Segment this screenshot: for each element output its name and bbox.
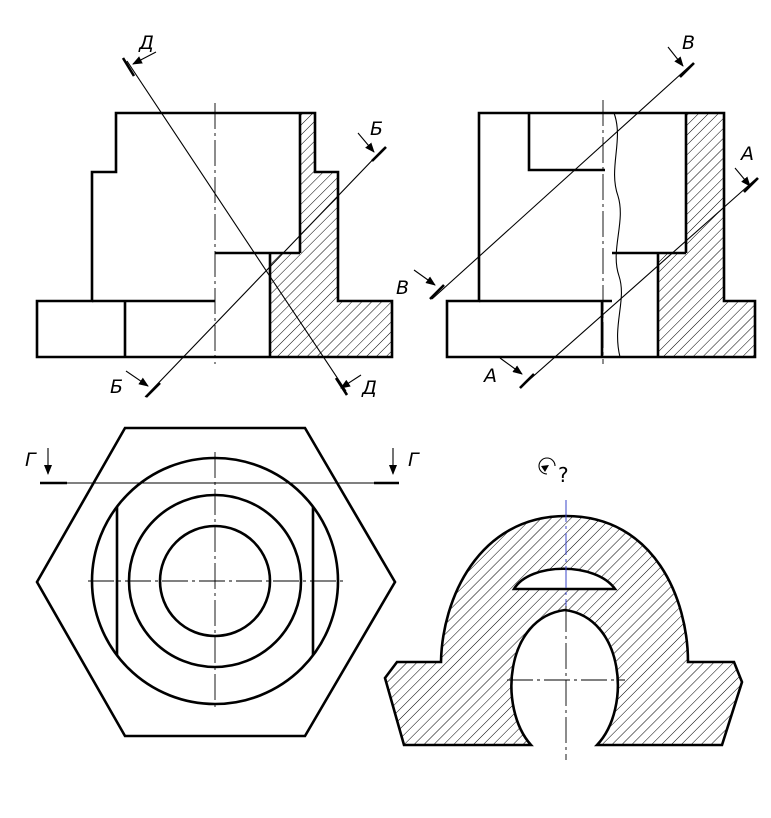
side-view-outline	[445, 111, 757, 359]
front-view-outline	[35, 111, 394, 359]
cutting-plane-a: А А	[482, 143, 759, 389]
section-view	[383, 500, 744, 760]
label-v-bottom: В	[396, 277, 409, 299]
label-a-bottom: А	[482, 365, 497, 387]
label-g-right: Г	[408, 449, 420, 471]
label-d-bottom: Д	[361, 377, 377, 399]
top-view	[35, 426, 397, 738]
label-d-top: Д	[138, 32, 154, 54]
section-outline	[383, 514, 744, 747]
rotation-arrow-icon	[538, 457, 556, 475]
side-view	[445, 100, 757, 364]
side-view-hatching	[658, 113, 755, 357]
label-b-top: Б	[370, 118, 383, 140]
label-g-left: Г	[25, 449, 37, 471]
label-a-top: А	[739, 143, 754, 165]
label-b-bottom: Б	[110, 376, 123, 398]
cutting-plane-d: Д Д	[121, 32, 377, 399]
section-inner-slot	[511, 567, 618, 591]
hexagon-outline	[35, 426, 397, 738]
rotation-symbol: ?	[538, 457, 569, 487]
front-view	[35, 103, 394, 364]
cutting-plane-b: Б Б	[110, 118, 387, 398]
label-v-top: В	[682, 32, 695, 54]
cutting-plane-v: В В	[396, 32, 695, 300]
front-view-hatching	[270, 113, 392, 357]
break-line	[613, 112, 622, 358]
question-mark: ?	[558, 463, 569, 487]
cutting-plane-g: Г Г	[25, 448, 420, 485]
